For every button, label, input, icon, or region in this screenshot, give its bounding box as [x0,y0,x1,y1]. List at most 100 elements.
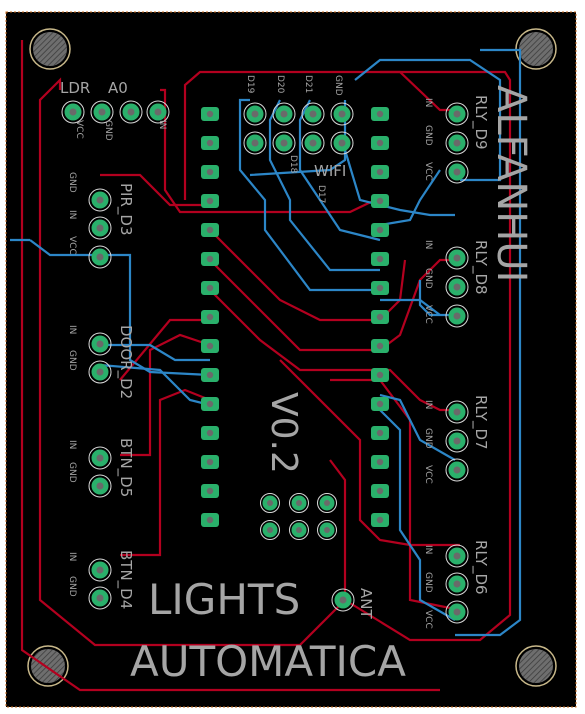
rly7-pin-gnd: GND [423,428,433,449]
wifi-pin-d18: D18 [288,155,298,174]
mcu-right-pad [371,194,389,208]
blue-traces [10,48,522,637]
mount-hole-br [515,645,557,687]
rly6-pin-in: IN [423,545,433,554]
rly8-pad [445,304,469,328]
rly7-pad [445,400,469,424]
ldr-pad [90,100,114,124]
rly6-pin-vcc: VCC [423,610,433,629]
ldr-pin-in: IN [157,120,167,129]
mcu-right-pad [371,455,389,469]
wifi-label: WIFI [314,162,346,180]
rly-d6-label: RLY_D6 [471,540,490,595]
title-line1: LIGHTS [148,575,300,624]
mcu-right-pad [371,368,389,382]
ldr-pin-gnd: GND [103,120,113,141]
rly8-pad [445,246,469,270]
rly7-pad [445,429,469,453]
pir-label: PIR_D3 [116,183,135,236]
wifi-pin-d20: D20 [275,75,285,94]
ldr-label: LDR [60,79,90,97]
mcu-header-right [371,107,389,527]
mcu-right-pad [371,310,389,324]
wifi-pin-d17: D17 [316,185,326,203]
mcu-right-pad [371,165,389,179]
mcu-left-pad [201,484,219,498]
door-pin-gnd: GND [67,350,77,371]
pir-pin-vcc: VCC [67,236,77,255]
mcu-left-pad [201,281,219,295]
mcu-right-pad [371,426,389,440]
door-pad [88,360,112,384]
isp-pad [260,520,280,540]
rly8-pin-vcc: VCC [423,305,433,324]
btn5-pin-gnd: GND [67,462,77,483]
ant-label: ANT [357,588,375,619]
mcu-right-pad [371,136,389,150]
board-outline [5,11,577,708]
rly9-pad [445,102,469,126]
btn-d5-label: BTN_D5 [116,438,135,497]
btn-d4-label: BTN_D4 [116,550,135,609]
door-pad [88,332,112,356]
rly8-pad [445,275,469,299]
mcu-right-pad [371,223,389,237]
btn5-pad [88,474,112,498]
wifi-pad [243,131,267,155]
wifi-pad [301,102,325,126]
wifi-pad [243,102,267,126]
mcu-right-pad [371,339,389,353]
rly-d9-label: RLY_D9 [471,95,490,150]
mcu-right-pad [371,281,389,295]
isp-pad [289,520,309,540]
mcu-left-pad [201,368,219,382]
rly8-pin-in: IN [423,240,433,249]
ldr-pad [61,100,85,124]
wifi-pin-d21: D21 [303,75,313,93]
pir-pad [88,188,112,212]
isp-header [260,493,337,540]
btn4-pad [88,558,112,582]
ldr-pad [119,100,143,124]
wifi-header [243,102,354,155]
side-headers [88,102,469,624]
btn4-pad [88,586,112,610]
mcu-left-pad [201,165,219,179]
rly-d7-label: RLY_D7 [471,395,490,450]
wifi-pad [330,102,354,126]
rly7-pin-in: IN [423,400,433,409]
rly6-pad [445,544,469,568]
pir-pad [88,216,112,240]
mcu-left-pad [201,310,219,324]
rly9-pin-vcc: VCC [423,162,433,181]
pir-pin-in: IN [67,210,77,219]
rly9-pad [445,131,469,155]
rly-d8-label: RLY_D8 [471,240,490,295]
wifi-pad [330,131,354,155]
door-pin-in: IN [67,325,77,334]
mcu-left-pad [201,194,219,208]
rly6-pad [445,572,469,596]
mcu-left-pad [201,455,219,469]
rly8-pin-gnd: GND [423,268,433,289]
pir-pad [88,245,112,269]
mount-hole-tr [515,28,557,70]
mcu-left-pad [201,397,219,411]
wifi-pad [272,102,296,126]
isp-pad [260,493,280,513]
mcu-right-pad [371,513,389,527]
ldr-pin-vcc: VCC [74,120,84,139]
door-label: DOOR_D2 [116,325,135,399]
mount-hole-tl [29,28,71,70]
isp-pad [317,493,337,513]
mcu-left-pad [201,426,219,440]
ldr-pad [146,100,170,124]
mcu-right-pad [371,107,389,121]
wifi-pin-d19: D19 [245,75,255,94]
wifi-pad [272,131,296,155]
rly9-pin-in: IN [423,98,433,107]
mcu-right-pad [371,397,389,411]
mcu-header-left [201,107,219,527]
